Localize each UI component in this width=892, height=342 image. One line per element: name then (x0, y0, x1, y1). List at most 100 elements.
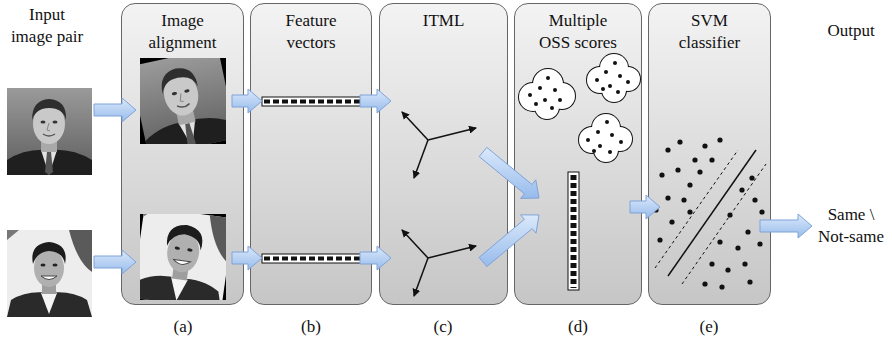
score-cloud (549, 83, 575, 109)
score-cloud (592, 114, 620, 142)
score-cloud (594, 138, 618, 162)
score-cloud (519, 83, 547, 111)
feature-vector (262, 97, 362, 263)
svm-plot (682, 164, 766, 284)
score-cloud (538, 86, 542, 90)
stage-panel: Image alignment (121, 3, 244, 305)
score-cloud (533, 69, 563, 99)
svm-plot (653, 137, 766, 289)
part-letter: (c) (413, 316, 473, 338)
svm-plot (709, 157, 714, 162)
panel-heading: Image alignment (139, 10, 227, 54)
feature-vector (264, 100, 360, 104)
svm-plot (659, 172, 664, 177)
input-arrow (94, 98, 136, 274)
score-cloud (579, 127, 605, 153)
score-cloud (594, 138, 618, 162)
aligned-photo (140, 58, 226, 144)
score-cloud (535, 95, 559, 119)
score-cloud (616, 67, 640, 91)
svm-plot (681, 197, 686, 202)
score-cloud (608, 127, 632, 151)
aligned-photo (140, 214, 226, 300)
part-letter: (d) (548, 316, 608, 338)
score-cloud (587, 67, 613, 93)
stage-panel: ITML (379, 3, 508, 305)
aligned-photo (140, 214, 226, 300)
score-cloud (528, 61, 630, 154)
input-photos (7, 88, 92, 317)
score-cloud (626, 80, 630, 84)
part-letter: (b) (281, 316, 341, 338)
svm-plot (702, 143, 707, 148)
svm-plot (665, 147, 670, 152)
stage-label: Same \ Not-same (814, 204, 888, 248)
svm-plot (717, 137, 722, 142)
svm-plot (702, 281, 707, 286)
part-letter: (a) (153, 316, 213, 338)
input-photos (7, 88, 92, 175)
score-cloud (604, 70, 608, 74)
svm-plot (759, 209, 764, 214)
score-cloud (600, 54, 628, 82)
score-cloud (519, 54, 640, 162)
metric-axes (428, 246, 476, 258)
svm-plot (687, 182, 692, 187)
score-vector (571, 175, 577, 288)
svm-plot (725, 267, 730, 272)
score-cloud (601, 87, 605, 91)
svm-plot (675, 167, 680, 172)
svm-plot (735, 245, 740, 250)
metric-axes (414, 140, 428, 178)
output-arrow (760, 214, 812, 238)
flow-arrow (232, 89, 262, 113)
score-cloud (613, 61, 617, 65)
svm-plot (749, 175, 754, 180)
score-cloud (528, 93, 532, 97)
aligned-photo (140, 214, 226, 300)
stage-panel: SVM classifier (648, 3, 771, 305)
flow-arrow (360, 89, 391, 113)
metric-axes (428, 128, 476, 140)
input-photos (7, 230, 92, 317)
svm-plot (717, 239, 722, 244)
panel-heading: Multiple OSS scores (534, 10, 622, 54)
flow-arrow (479, 147, 539, 198)
flow-arrow (232, 246, 262, 270)
feature-vector (264, 257, 360, 261)
score-cloud (619, 140, 623, 144)
score-vector (568, 172, 579, 290)
metric-axes (402, 112, 476, 296)
score-cloud (579, 127, 605, 153)
score-cloud (534, 102, 538, 106)
svm-plot (657, 237, 662, 242)
feature-vector (262, 254, 362, 263)
score-cloud (592, 149, 596, 153)
score-cloud (605, 120, 609, 124)
metric-axes (402, 112, 428, 140)
score-cloud (519, 54, 640, 162)
part-letter: (e) (679, 316, 739, 338)
aligned-photo (140, 58, 226, 144)
svm-plot (719, 284, 724, 289)
input-arrow (94, 98, 136, 122)
svm-plot (709, 261, 714, 266)
metric-axes (414, 258, 428, 296)
svm-plot (745, 229, 750, 234)
score-cloud (543, 98, 547, 102)
stage-label: Input image pair (8, 4, 86, 48)
score-cloud (598, 144, 602, 148)
score-cloud (587, 67, 613, 93)
svm-plot (669, 219, 674, 224)
score-cloud (535, 95, 559, 119)
svm-plot (697, 169, 702, 174)
stage-panel: Multiple OSS scores (514, 3, 642, 305)
feature-vector (262, 97, 362, 106)
svm-plot (692, 157, 697, 162)
svm-plot (653, 137, 764, 289)
panel-heading: SVM classifier (666, 10, 754, 54)
svm-plot (655, 150, 738, 268)
score-cloud (608, 84, 612, 88)
